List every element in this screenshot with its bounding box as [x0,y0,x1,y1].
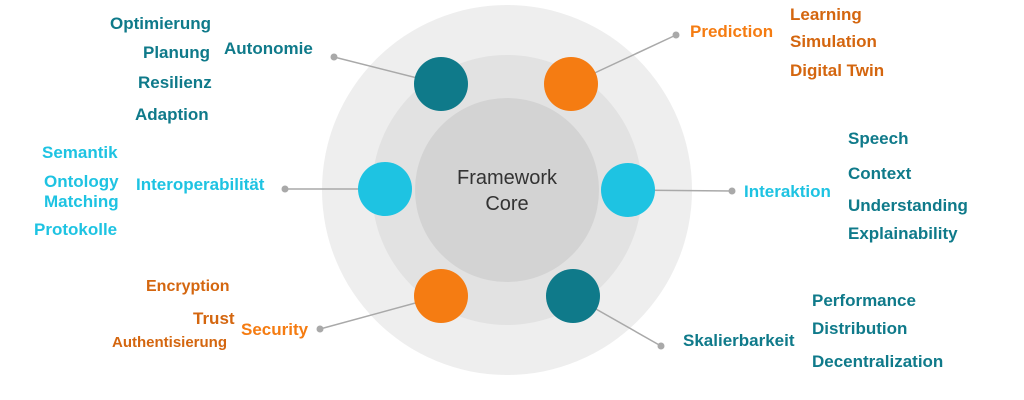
inner-ring [415,98,599,282]
label-skalierbarkeit: Skalierbarkeit [683,331,795,350]
connector-dot-skalierbarkeit [657,342,665,350]
connector-dot-interoperabilitaet [281,185,289,193]
item-protokolle: Protokolle [34,220,118,239]
node-skalierbarkeit [546,269,600,323]
node-autonomie [414,57,468,111]
item-trust: Trust [193,309,235,328]
label-autonomie: Autonomie [224,39,313,58]
item-speech: Speech [848,129,909,148]
item-adaption: Adaption [135,105,209,124]
item-simulation: Simulation [790,32,877,51]
item-context: Context [848,164,912,183]
node-interaktion [601,163,655,217]
node-prediction [544,57,598,111]
core-line-2: Core [485,193,529,215]
connector-dot-interaktion [728,187,736,195]
item-understanding: Understanding [848,196,968,215]
item-explainability: Explainability [848,224,958,243]
item-digital-twin: Digital Twin [790,61,885,80]
item-ontology: Ontology [44,172,119,191]
connector-dot-autonomie [330,53,338,61]
item-resilienz: Resilienz [138,73,212,92]
core-line-1: Framework [456,167,557,189]
connector-dot-security [316,325,324,333]
connector-dot-prediction [672,31,680,39]
node-interoperabilitaet [358,162,412,216]
item-authentisierung: Authentisierung [112,334,227,351]
framework-core-label: Framework Core [437,165,577,217]
item-optimierung: Optimierung [110,14,212,33]
label-interaktion: Interaktion [744,182,831,201]
item-decentralization: Decentralization [812,352,944,371]
label-prediction: Prediction [690,22,774,41]
item-encryption: Encryption [146,278,230,295]
item-performance: Performance [812,291,916,310]
item-semantik: Semantik [42,143,118,162]
label-interoperabilitaet: Interoperabilität [136,175,265,194]
item-learning: Learning [790,5,862,24]
label-security: Security [241,320,309,339]
node-security [414,269,468,323]
item-planung: Planung [143,43,211,62]
item-distribution: Distribution [812,319,908,338]
item-matching: Matching [44,192,119,211]
